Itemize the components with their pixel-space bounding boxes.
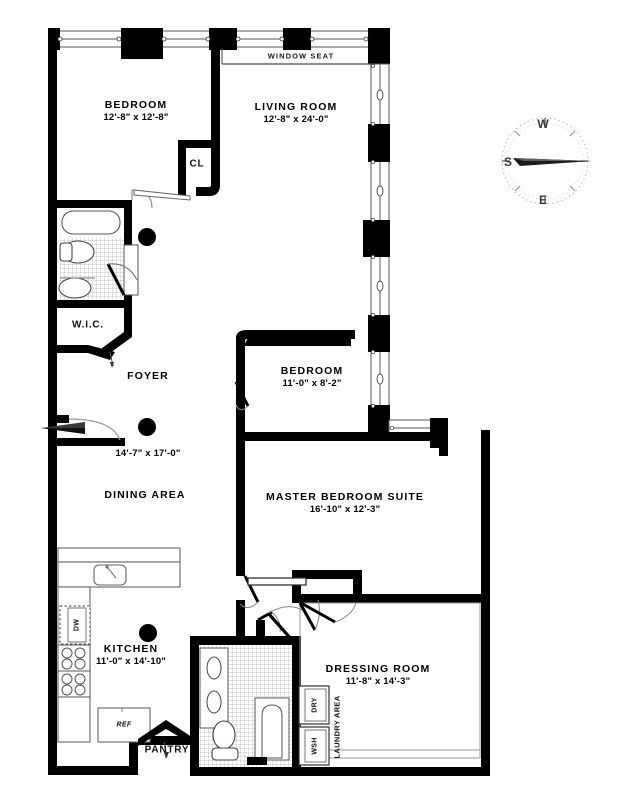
dryer-label: DRY (311, 697, 319, 713)
room-name: MASTER BEDROOM SUITE (266, 491, 424, 503)
structural-columns (138, 228, 157, 642)
room-label-dressing-room: DRESSING ROOM 11'-8" x 14'-3" (326, 663, 431, 688)
room-label-bedroom-1: BEDROOM 12'-8" x 12'-8" (103, 99, 168, 124)
area-dimensions-foyer: 14'-7" x 17'-0" (115, 448, 180, 460)
bathroom-door (106, 244, 139, 296)
room-label-living-room: LIVING ROOM 12'-8" x 24'-0" (255, 101, 338, 126)
compass-label-east: E (538, 193, 548, 207)
room-dimensions: 12'-8" x 24'-0" (263, 114, 329, 126)
master-bath-doors (257, 599, 320, 642)
room-name: LIVING ROOM (254, 101, 338, 113)
window-band-north (48, 28, 390, 64)
room-name: DRESSING ROOM (325, 663, 431, 675)
room-label-bedroom-2: BEDROOM 11'-0" x 8'-2" (281, 365, 344, 390)
area-name: FOYER (127, 370, 169, 382)
area-dimensions: 14'-7" x 17'-0" (115, 448, 181, 459)
window-seat-label: WINDOW SEAT (267, 51, 335, 61)
laundry-area-label: LAUNDRY AREA (332, 695, 342, 759)
entry-door (41, 418, 121, 441)
room-label-kitchen: KITCHEN 11'-0" x 14'-10" (96, 643, 166, 668)
area-name: DINING AREA (104, 489, 186, 501)
bedroom1-door (131, 189, 191, 209)
room-label-master-bedroom-suite: MASTER BEDROOM SUITE 16'-10" x 12'-3" (266, 491, 424, 516)
window-seat (221, 48, 378, 65)
room-dimensions: 11'-0" x 14'-10" (95, 656, 167, 668)
compass-label-west: W (537, 117, 549, 131)
room-name: KITCHEN (103, 643, 159, 655)
interior-walls (57, 30, 482, 767)
room-dimensions: 11'-0" x 8'-2" (282, 378, 342, 390)
bathroom-master-fixtures (199, 645, 292, 767)
area-label-foyer: FOYER (127, 370, 169, 383)
compass-rose (501, 117, 592, 205)
compass-label-south: S (503, 155, 513, 169)
range-burners (57, 644, 91, 698)
window-band-east (363, 63, 390, 435)
dishwasher-label: DW (73, 618, 81, 632)
walk-in-closet-label: W.I.C. (71, 319, 105, 331)
room-name: BEDROOM (104, 99, 168, 111)
laundry-appliances (298, 685, 330, 766)
door-swings (109, 351, 357, 759)
bathroom-main-fixtures (58, 208, 124, 300)
room-dimensions: 12'-8" x 12'-8" (103, 112, 169, 124)
pantry-label: PANTRY (144, 744, 190, 756)
room-dimensions: 11'-8" x 14'-3" (345, 676, 411, 688)
room-dimensions: 16'-10" x 12'-3" (309, 504, 381, 516)
washer-label: WSH (311, 737, 319, 755)
dishwasher-appliance (59, 605, 91, 645)
room-name: BEDROOM (280, 365, 344, 377)
refrigerator-label: REF (116, 721, 132, 729)
area-label-dining-area: DINING AREA (104, 489, 185, 502)
closet-label: CL (189, 158, 205, 170)
